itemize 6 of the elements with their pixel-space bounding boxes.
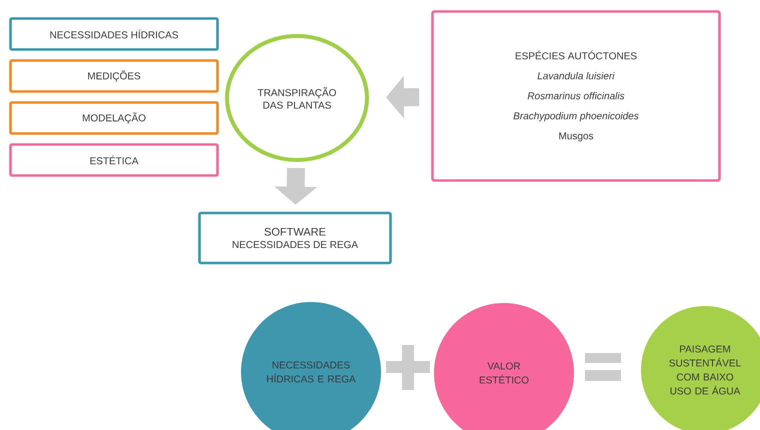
- label-box: SOFTWARE NECESSIDADES DE REGA: [198, 212, 392, 264]
- label-box: NECESSIDADES HÍDRICAS: [9, 17, 219, 51]
- species-box: ESPÉCIES AUTÓCTONES Lavandula luisieri Rosmarinus officinalis Brachypodium phoenicoides Musgos: [431, 10, 721, 182]
- label-box: ESTÉTICA: [9, 143, 219, 177]
- label-box: MODELAÇÃO: [9, 101, 219, 135]
- label-box: MEDIÇÕES: [9, 59, 219, 93]
